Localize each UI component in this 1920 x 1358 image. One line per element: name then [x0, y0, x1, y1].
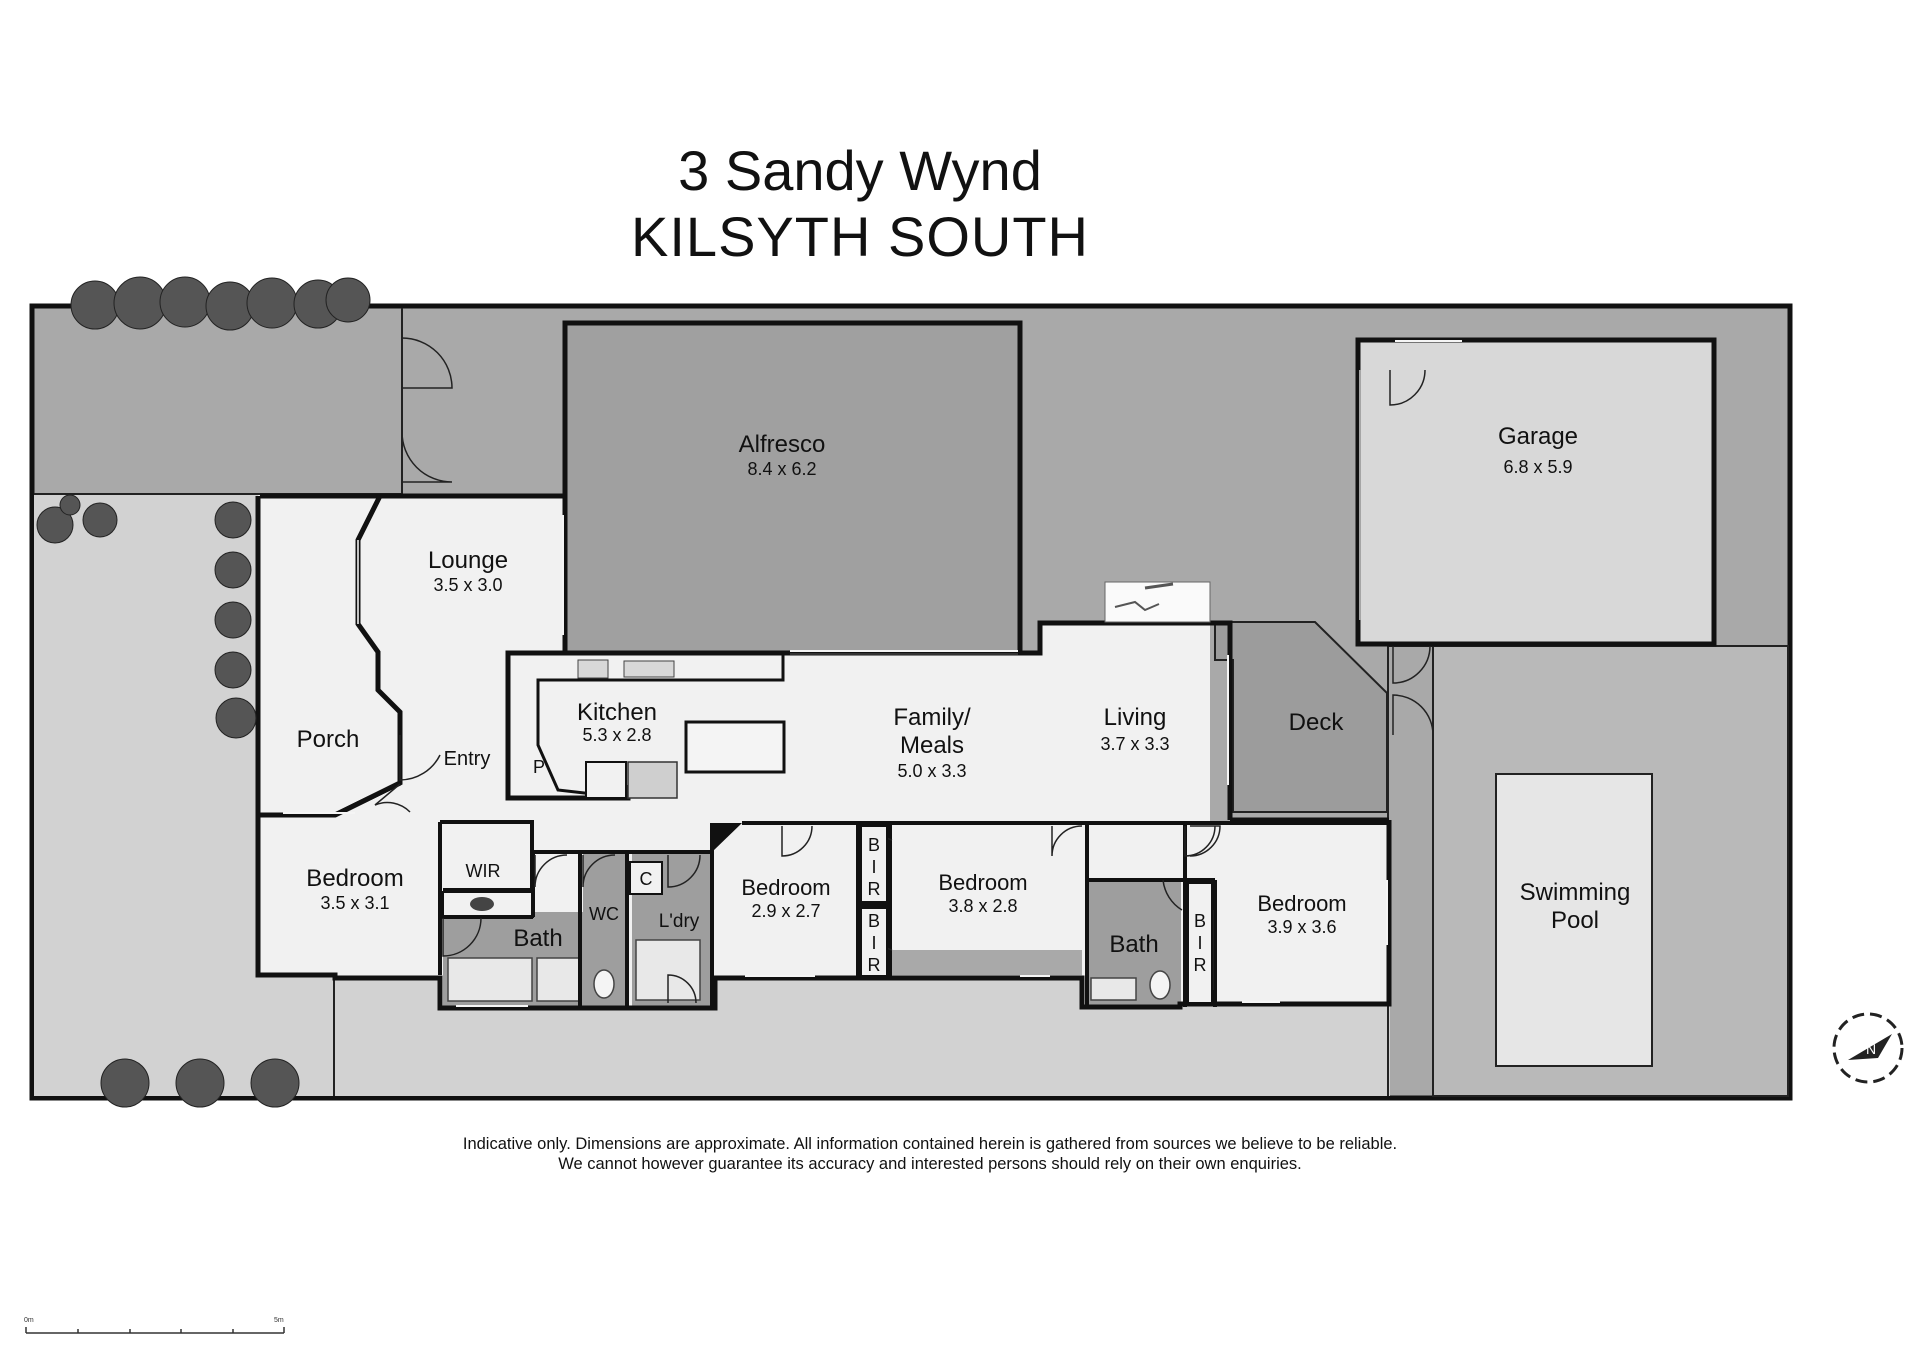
- label-bedroom-4: Bedroom 3.9 x 3.6: [1257, 891, 1347, 938]
- svg-text:N: N: [1866, 1041, 1876, 1057]
- cupboard-name: C: [639, 869, 653, 889]
- alfresco-dims: 8.4 x 6.2: [747, 459, 817, 480]
- label-lounge: Lounge 3.5 x 3.0: [427, 547, 509, 596]
- plant-icon: [214, 501, 257, 739]
- living-dims: 3.7 x 3.3: [1100, 734, 1170, 755]
- family-dims: 5.0 x 3.3: [897, 760, 967, 781]
- address-street: 3 Sandy Wynd: [678, 139, 1042, 202]
- bir2-box: [860, 907, 888, 977]
- scale-end-label: 5m: [274, 1317, 284, 1324]
- kitchen-floor: [508, 653, 783, 798]
- deck-name: Deck: [1288, 709, 1344, 736]
- bir1-box: [860, 825, 888, 903]
- address-suburb: KILSYTH SOUTH: [631, 205, 1089, 268]
- kitchen-dims: 5.3 x 2.8: [582, 725, 652, 746]
- disclaimer-line-1: Indicative only. Dimensions are approxim…: [462, 1135, 1398, 1153]
- lounge-dims: 3.5 x 3.0: [433, 575, 503, 596]
- wir-floor: [443, 826, 533, 886]
- alfresco-room: [562, 320, 1023, 656]
- label-garage: Garage 6.8 x 5.9: [1497, 423, 1579, 478]
- bedroom1-dims: 3.5 x 3.1: [320, 893, 390, 914]
- label-bedroom-1: Bedroom 3.5 x 3.1: [306, 865, 404, 914]
- porch-name: Porch: [296, 726, 360, 753]
- living-name: Living: [1103, 704, 1167, 731]
- lounge-name: Lounge: [427, 547, 509, 574]
- bedroom2-dims: 2.9 x 2.7: [751, 901, 821, 922]
- bedroom4-name: Bedroom: [1257, 891, 1347, 916]
- label-laundry: L'dry: [658, 911, 700, 933]
- entry-name: Entry: [443, 748, 491, 770]
- label-bath-2: Bath: [1109, 931, 1159, 958]
- scale-start-label: 0m: [24, 1317, 34, 1324]
- bir3-box: [1187, 882, 1213, 1004]
- wir-name: WIR: [465, 861, 501, 881]
- bedroom3-name: Bedroom: [938, 870, 1028, 895]
- label-entry: Entry: [444, 748, 491, 770]
- label-kitchen: Kitchen 5.3 x 2.8: [576, 699, 658, 746]
- label-porch: Porch: [296, 726, 360, 753]
- plant-icon: [70, 276, 371, 331]
- label-pantry: P: [532, 757, 546, 778]
- bedroom2-name: Bedroom: [741, 875, 831, 900]
- bedroom1-name: Bedroom: [306, 865, 404, 892]
- wc-name: WC: [589, 904, 619, 924]
- bath1-name: Bath: [513, 925, 563, 952]
- garage-dims: 6.8 x 5.9: [1503, 457, 1573, 478]
- label-family-meals: Family/ Meals 5.0 x 3.3: [893, 704, 971, 782]
- bedroom3-dims: 3.8 x 2.8: [948, 896, 1018, 917]
- disclaimer-line-2: We cannot however guarantee its accuracy…: [558, 1155, 1302, 1173]
- label-bath-1: Bath: [513, 925, 563, 952]
- plant-icon: [100, 1058, 300, 1108]
- label-bedroom-2: Bedroom 2.9 x 2.7: [741, 875, 831, 922]
- scale-bar: [25, 1327, 285, 1334]
- label-wir: WIR: [465, 861, 501, 882]
- family-name-line1: Family/: [893, 704, 971, 731]
- alfresco-name: Alfresco: [738, 431, 826, 458]
- garage-name: Garage: [1497, 423, 1579, 450]
- garage-room: [1355, 337, 1717, 647]
- label-bedroom-3: Bedroom 3.8 x 2.8: [938, 870, 1028, 917]
- label-deck: Deck: [1288, 709, 1344, 736]
- label-swimming-pool: Swimming Pool: [1519, 879, 1631, 935]
- label-cupboard: C: [639, 869, 653, 890]
- compass-icon: N: [1832, 1012, 1904, 1084]
- front-lawn: [34, 494, 260, 1096]
- swimming-pool: [1495, 773, 1653, 1067]
- label-alfresco: Alfresco 8.4 x 6.2: [738, 431, 826, 480]
- label-living: Living 3.7 x 3.3: [1100, 704, 1170, 755]
- kitchen-name: Kitchen: [576, 699, 658, 726]
- deck-area: [1214, 621, 1388, 813]
- bedroom4-dims: 3.9 x 3.6: [1267, 917, 1337, 938]
- laundry-name: L'dry: [658, 911, 700, 932]
- pantry-name: P: [532, 757, 546, 777]
- pool-name-line2: Pool: [1550, 907, 1600, 935]
- bath2-name: Bath: [1109, 931, 1159, 958]
- label-wc: WC: [589, 904, 619, 925]
- plant-icon: [36, 494, 118, 544]
- family-name-line2: Meals: [899, 732, 965, 760]
- pool-name-line1: Swimming: [1519, 879, 1631, 906]
